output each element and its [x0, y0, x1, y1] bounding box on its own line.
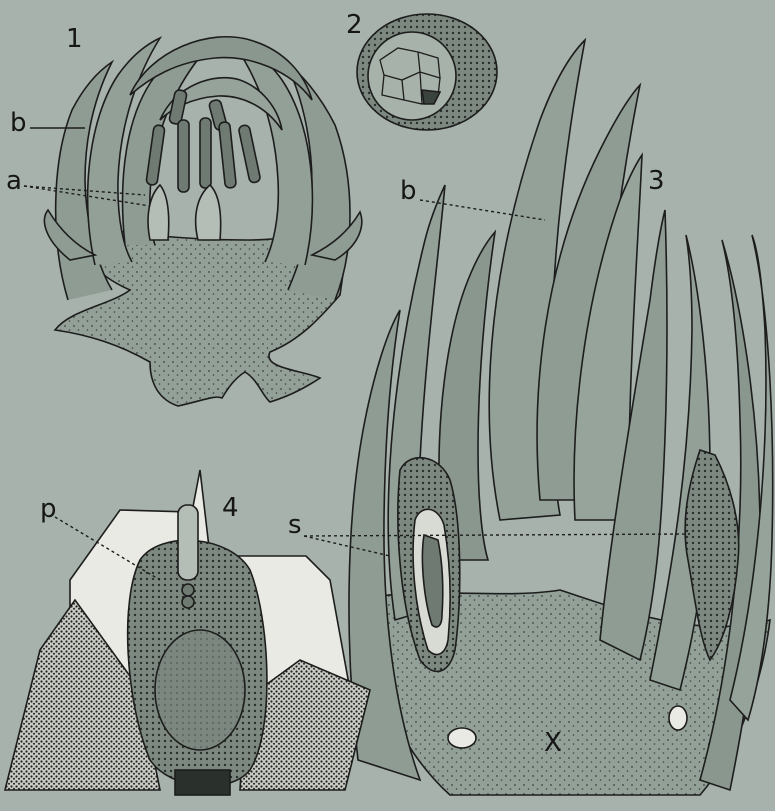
fig4-core [155, 630, 245, 750]
fig4-pollen-2 [182, 596, 194, 608]
fig3-base-bulb-right [669, 706, 687, 730]
fig4-micropyle [178, 505, 198, 580]
fig3-number: 3 [648, 168, 665, 194]
fig3-label-x: X [544, 730, 562, 756]
fig1-pistils [148, 185, 221, 240]
figure-1-bud-section [44, 37, 361, 406]
fig3-label-s: s [288, 512, 302, 538]
figure-2-cross-section [357, 14, 497, 130]
fig3-base-bulb-left [448, 728, 476, 748]
fig3-label-b: b [400, 178, 417, 204]
fig4-pollen-1 [182, 584, 194, 596]
figure-3-long-section [349, 40, 773, 795]
fig2-number: 2 [346, 12, 363, 38]
fig1-number: 1 [66, 26, 83, 52]
fig1-label-a: a [6, 168, 22, 194]
figure-4-ovule-detail [5, 470, 370, 795]
fig4-stalk [175, 770, 230, 795]
fig1-label-b: b [10, 110, 27, 136]
fig4-number: 4 [222, 495, 239, 521]
fig4-label-p: p [40, 496, 57, 522]
